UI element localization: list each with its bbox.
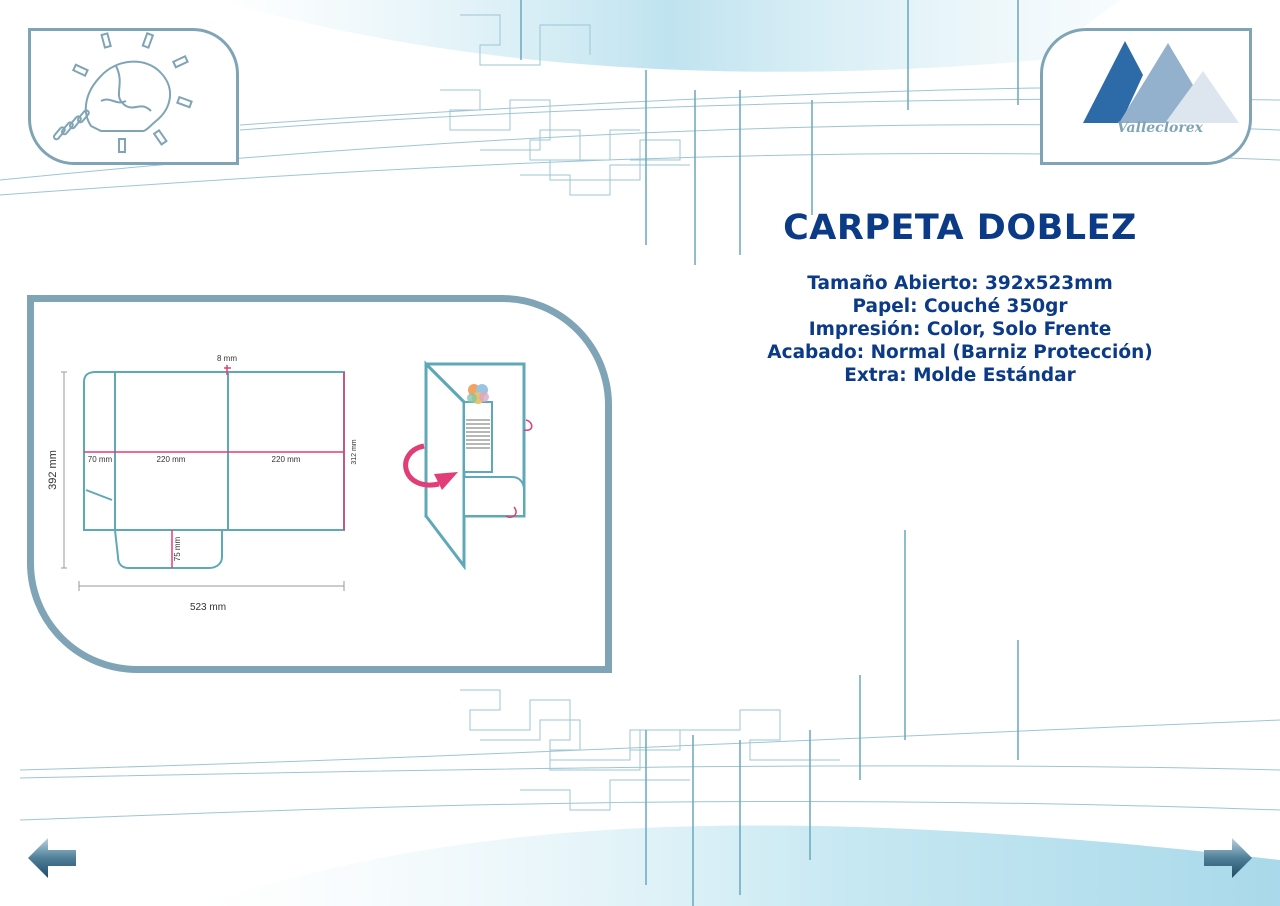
page-title: CARPETA DOBLEZ bbox=[783, 208, 1137, 248]
folder-diagram-panel: 8 mm 70 mm 220 mm 220 mm 392 mm 523 mm 3… bbox=[27, 295, 612, 673]
dim-pocket-label: 75 mm bbox=[173, 536, 182, 561]
arrow-left-icon bbox=[28, 838, 76, 878]
dim-flap-label: 70 mm bbox=[88, 455, 113, 464]
brand-name: Valleclorex bbox=[1116, 120, 1203, 136]
lightbulb-logo-panel bbox=[28, 28, 239, 165]
spec-print: Impresión: Color, Solo Frente bbox=[808, 319, 1112, 340]
spec-extra: Extra: Molde Estándar bbox=[844, 365, 1076, 386]
spec-finish: Acabado: Normal (Barniz Protección) bbox=[767, 342, 1153, 363]
arrow-right-icon bbox=[1204, 838, 1252, 878]
lightbulb-puzzle-icon bbox=[52, 32, 193, 153]
spec-list: Tamaño Abierto: 392x523mm Papel: Couché … bbox=[740, 272, 1180, 387]
dim-panel2-label: 220 mm bbox=[272, 455, 301, 464]
spec-size: Tamaño Abierto: 392x523mm bbox=[807, 273, 1113, 294]
prev-page-button[interactable] bbox=[26, 836, 78, 880]
spec-paper: Papel: Couché 350gr bbox=[852, 296, 1068, 317]
dim-width-label: 523 mm bbox=[190, 602, 226, 613]
folded-folder-illustration bbox=[403, 360, 533, 571]
next-page-button[interactable] bbox=[1202, 836, 1254, 880]
dim-inner-label: 312 mm bbox=[351, 439, 358, 464]
folder-die-cut-diagram: 8 mm 70 mm 220 mm 220 mm 392 mm 523 mm 3… bbox=[47, 354, 533, 613]
valleclorex-mountain-logo bbox=[1083, 41, 1239, 123]
dim-height-label: 392 mm bbox=[47, 450, 59, 490]
dim-panel1-label: 220 mm bbox=[157, 455, 186, 464]
valleclorex-logo-panel bbox=[1040, 28, 1252, 165]
dim-spine-label: 8 mm bbox=[217, 354, 237, 363]
